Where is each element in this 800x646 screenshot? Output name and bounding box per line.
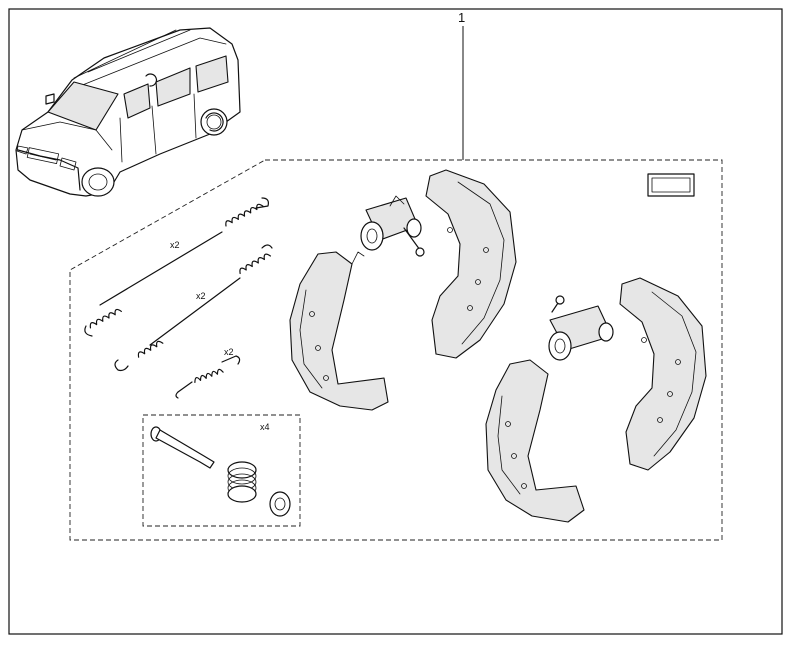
hold-down-spring [227,461,257,503]
package-icon [647,173,695,197]
small-spring-qty: x2 [224,347,234,357]
van-illustration [15,27,241,197]
callout-number: 1 [458,10,465,25]
brake-shoe-left-b [425,169,517,359]
return-spring [114,244,273,372]
wheel-cylinder-right [548,295,614,361]
brake-shoe-right-b [619,277,707,471]
hold-down-pin [150,426,215,469]
kit-boundary [69,159,723,541]
brake-shoe-left-a [289,251,389,411]
brake-shoe-right-a [485,359,585,523]
pin-kit-qty: x4 [260,422,270,432]
wheel-cylinder-left [360,195,425,257]
return-spring-qty: x2 [196,291,206,301]
pin-kit-boundary [142,414,301,527]
small-spring [175,355,241,399]
outer-border [8,8,783,635]
long-spring-qty: x2 [170,240,180,250]
spring-cup-washer [269,491,291,517]
long-spring [84,197,269,337]
